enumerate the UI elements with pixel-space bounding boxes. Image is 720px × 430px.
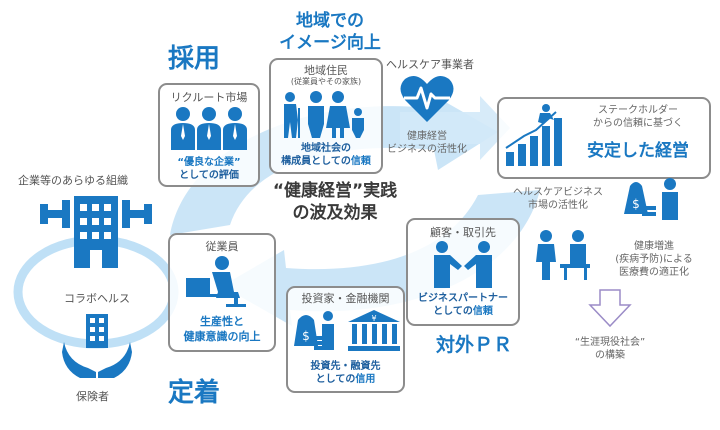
investors-caption-line2b: 信用 [355,374,376,385]
residents-caption: 地域社会の 構成員としての信頼 [269,142,383,168]
healthcare-caption: 健康経営 ビジネスの活性化 [386,130,468,156]
stable-subtitle-line2: からの信頼に基づく [593,118,683,129]
hands-building-icon [62,314,132,378]
center-title-line1: “健康経営”実践 [272,181,398,201]
desk-worker-icon [186,256,246,307]
heading-local-image-2: イメージ向上 [279,33,381,53]
collabo-label: コラボヘルス [64,292,130,305]
money-bank-icon: $ ¥ [294,310,400,351]
investors-caption-line1: 投資先・融資先 [310,361,381,372]
society-caption-line1: “生涯現役社会” [574,337,646,348]
svg-text:¥: ¥ [371,314,376,323]
clients-caption-line1: ビジネスパートナー [418,293,508,304]
clients-title: 顧客・取引先 [430,226,496,239]
market-caption-line2: 市場の活性化 [528,200,588,211]
stable-main: 安定した経営 [587,141,689,161]
residents-caption-line2b: 信頼 [350,156,371,167]
heading-local-image-1: 地域での [296,11,364,31]
clients-caption: ビジネスパートナー としての信頼 [406,292,520,318]
box-clients [406,218,520,326]
market-caption-line1: ヘルスケアビジネス [513,187,603,198]
residents-title: 地域住民 [304,64,348,77]
investors-caption-line2a: としての [315,374,356,385]
society-caption-line2: の構築 [595,350,625,361]
promotion-caption-line1: 健康増進 [634,241,674,252]
heart-pulse-icon [400,75,454,122]
employees-caption: 生産性と 健康意識の向上 [168,314,276,344]
clients-caption-line2a: としての [433,306,473,317]
investors-title: 投資家・金融機関 [301,292,390,305]
healthcare-caption-line1: 健康経営 [407,131,447,142]
clients-caption-line2b: 信頼 [472,306,493,317]
residents-caption-line2a: 構成員としての [281,156,351,167]
growth-chart-runner-icon [505,104,562,166]
residents-subtitle: (従業員やその家族) [290,77,362,86]
doctor-patient-icon [536,230,590,280]
arrow-to-society [588,289,632,328]
recruit-market-caption: “優良な企業” としての評価 [158,156,260,182]
residents-caption-line1: 地域社会の [301,143,351,154]
money-bag-businessman-icon: $ [624,178,678,220]
svg-text:$: $ [302,329,310,343]
promotion-caption-line2: (疾病予防)による [615,254,693,265]
building-dumbbell-icon [40,196,152,268]
center-title-line2: の波及効果 [292,203,378,223]
healthcare-caption-line2: ビジネスの活性化 [387,144,467,155]
family-icon [284,91,364,138]
three-workers-icon [171,107,247,150]
employees-title: 従業員 [205,240,239,253]
society-caption: “生涯現役社会” の構築 [560,336,660,362]
center-title: “健康経営”実践 の波及効果 [240,180,430,224]
insurer-label: 保険者 [76,390,109,403]
recruit-market-caption-line2: としての評価 [179,170,239,181]
market-caption: ヘルスケアビジネス 市場の活性化 [508,186,608,212]
healthcare-title: ヘルスケア事業者 [386,58,474,71]
recruit-market-caption-line1: “優良な企業” [177,157,241,168]
stable-subtitle: ステークホルダー からの信頼に基づく [568,104,708,130]
stable-subtitle-line1: ステークホルダー [598,105,678,116]
employees-caption-line2: 健康意識の向上 [183,330,261,343]
recruit-market-title: リクルート市場 [170,91,248,104]
investors-caption: 投資先・融資先 としての信用 [286,360,405,386]
promotion-caption: 健康増進 (疾病予防)による 医療費の適正化 [602,240,706,279]
handshake-icon [434,241,492,288]
heading-recruit: 採用 [168,44,221,74]
heading-retention: 定着 [168,378,221,408]
org-label: 企業等のあらゆる組織 [18,174,128,187]
promotion-caption-line3: 医療費の適正化 [619,267,689,278]
employees-caption-line1: 生産性と [200,315,244,328]
svg-text:$: $ [632,197,640,211]
heading-external-pr: 対外ＰＲ [436,334,513,356]
